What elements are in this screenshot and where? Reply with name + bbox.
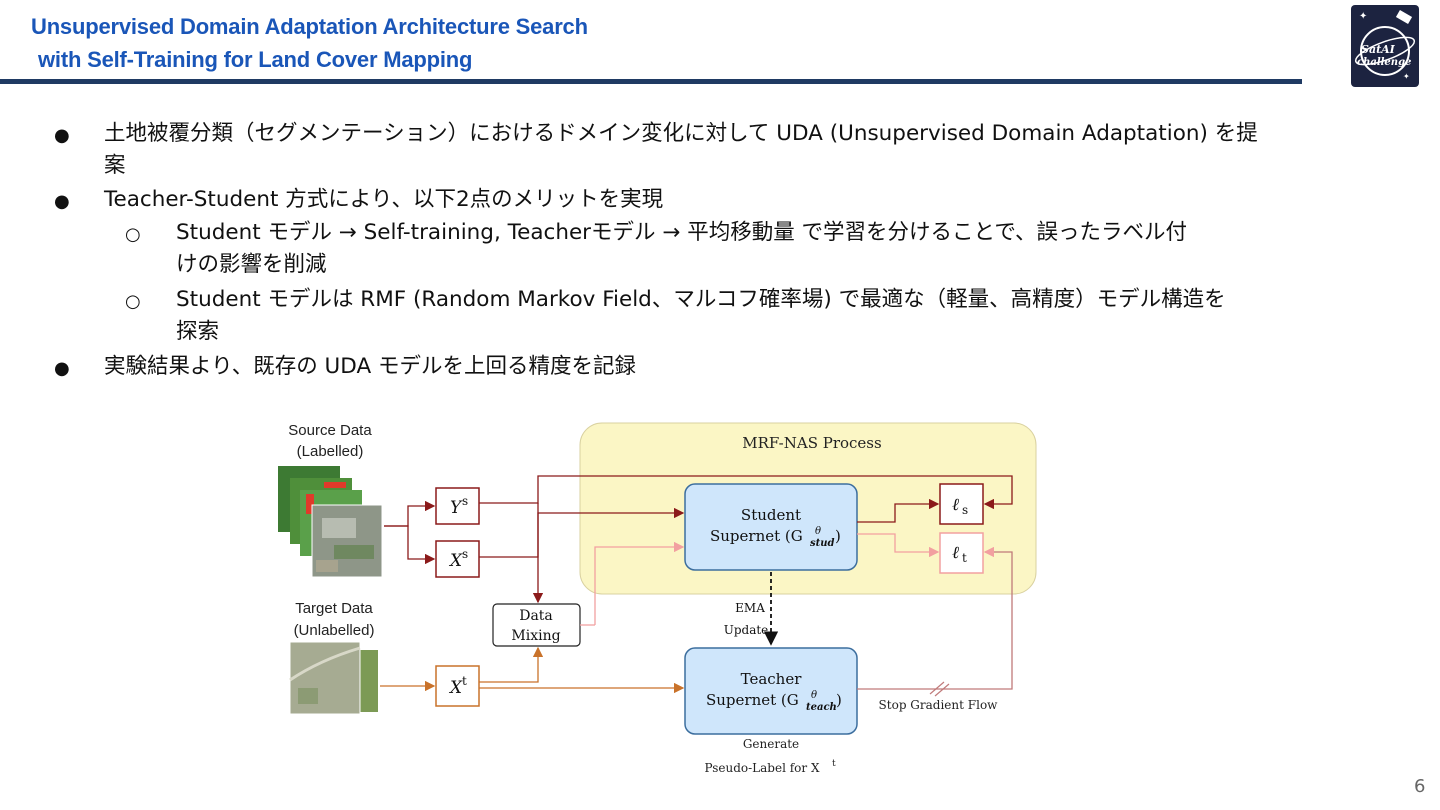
teacher-theta: θ xyxy=(811,690,817,701)
bullet-2-line1: Teacher-Student 方式により、以下2点のメリットを実現 xyxy=(104,187,664,212)
arrow-source-to-ys xyxy=(384,500,436,527)
title-divider xyxy=(0,79,1302,84)
data-mixing-label-2: Mixing xyxy=(511,628,560,644)
svg-text:✦: ✦ xyxy=(1403,72,1410,81)
page-number: 6 xyxy=(1414,776,1426,797)
sub-bullet-circle: ○ xyxy=(125,291,141,312)
loss-s-sub: s xyxy=(962,503,968,517)
xt-label: X xyxy=(448,678,463,698)
loss-s-box xyxy=(939,483,984,525)
slide-title-line2: with Self-Training for Land Cover Mappin… xyxy=(38,47,473,72)
logo-text-challenge: challenge xyxy=(1357,57,1412,68)
student-sub: stud xyxy=(810,538,835,549)
bullet-5-line1: 実験結果より、既存の UDA モデルを上回る精度を記録 xyxy=(104,354,637,379)
loss-t-label: ℓ xyxy=(952,543,959,563)
arrow-teacher-to-loss-t xyxy=(857,546,1013,690)
student-supernet-label: Supernet (G xyxy=(710,527,803,545)
teacher-close-paren: ) xyxy=(836,691,842,709)
xt-box xyxy=(435,665,480,707)
satai-challenge-logo: ✦ ✦ SatAI challenge xyxy=(1351,5,1419,87)
bullet-dot: ● xyxy=(54,358,70,379)
sub-bullet-circle: ○ xyxy=(125,224,141,245)
pseudo-label-sup: t xyxy=(832,759,836,769)
bullet-1-line1: 土地被覆分類（セグメンテーション）におけるドメイン変化に対して UDA (Uns… xyxy=(104,121,1258,146)
bullet-4: Student モデルは RMF (Random Markov Field、マル… xyxy=(176,284,1226,348)
xs-box xyxy=(435,540,480,578)
bullet-2: Teacher-Student 方式により、以下2点のメリットを実現 xyxy=(104,184,663,216)
bullet-dot: ● xyxy=(54,191,70,212)
bullet-dot: ● xyxy=(54,125,70,146)
ema-update-label: Update xyxy=(724,623,769,637)
logo-text-satai: SatAI xyxy=(1361,43,1395,56)
student-theta: θ xyxy=(815,526,821,537)
target-image-stack xyxy=(289,641,378,715)
arrow-source-to-xs xyxy=(384,525,436,565)
stop-gradient-marker xyxy=(929,681,950,697)
target-data-sublabel: (Unlabelled) xyxy=(294,622,375,639)
bullet-3-line1: Student モデル → Self-training, Teacherモデル … xyxy=(176,220,1188,245)
teacher-label: Teacher xyxy=(741,670,803,688)
loss-t-sub: t xyxy=(962,551,967,565)
arrow-student-to-loss-t xyxy=(857,533,940,558)
target-data-label: Target Data xyxy=(295,600,373,617)
stop-gradient-label: Stop Gradient Flow xyxy=(879,698,999,712)
student-close-paren: ) xyxy=(835,527,841,545)
bullet-3: Student モデル → Self-training, Teacherモデル … xyxy=(176,217,1187,281)
svg-text:✦: ✦ xyxy=(1359,11,1367,22)
source-data-sublabel: (Labelled) xyxy=(297,443,364,460)
xs-label: X xyxy=(448,551,463,571)
teacher-supernet-label: Supernet (G xyxy=(706,691,799,709)
source-data-label: Source Data xyxy=(288,422,372,439)
student-supernet-box xyxy=(684,483,858,571)
ys-superscript: s xyxy=(462,494,468,508)
bullet-5: 実験結果より、既存の UDA モデルを上回る精度を記録 xyxy=(104,351,636,383)
slide-title: Unsupervised Domain Adaptation Architect… xyxy=(31,10,588,76)
generate-label: Generate xyxy=(743,737,799,751)
student-label: Student xyxy=(741,506,801,524)
bullet-1: 土地被覆分類（セグメンテーション）におけるドメイン変化に対して UDA (Uns… xyxy=(104,118,1258,182)
loss-s-label: ℓ xyxy=(952,495,959,515)
loss-t-box xyxy=(939,532,984,574)
logo-graphic: ✦ ✦ xyxy=(1354,10,1416,81)
teacher-supernet-box xyxy=(684,647,858,735)
bullet-4-line2: 探索 xyxy=(176,319,220,344)
teacher-sub: teach xyxy=(806,702,837,713)
arrow-xt-to-mixing xyxy=(479,646,544,683)
xt-superscript: t xyxy=(462,674,467,688)
ema-label: EMA xyxy=(735,601,765,615)
arrow-student-to-loss-s xyxy=(857,498,940,523)
bullet-4-line1: Student モデルは RMF (Random Markov Field、マル… xyxy=(176,287,1226,312)
process-title: MRF-NAS Process xyxy=(742,434,881,452)
slide-title-line1: Unsupervised Domain Adaptation Architect… xyxy=(31,14,588,39)
ys-box xyxy=(435,487,480,525)
arrow-ys-to-loss-s xyxy=(479,475,1013,510)
bullet-1-line2: 案 xyxy=(104,153,126,178)
ys-label: Y xyxy=(450,498,463,518)
bullet-3-line2: けの影響を削減 xyxy=(176,252,327,277)
source-image-stack xyxy=(278,466,383,578)
data-mixing-label-1: Data xyxy=(519,608,553,624)
xs-superscript: s xyxy=(462,547,468,561)
arrow-mixing-to-student xyxy=(594,541,685,625)
pseudo-label-text: Pseudo-Label for X xyxy=(704,761,819,775)
